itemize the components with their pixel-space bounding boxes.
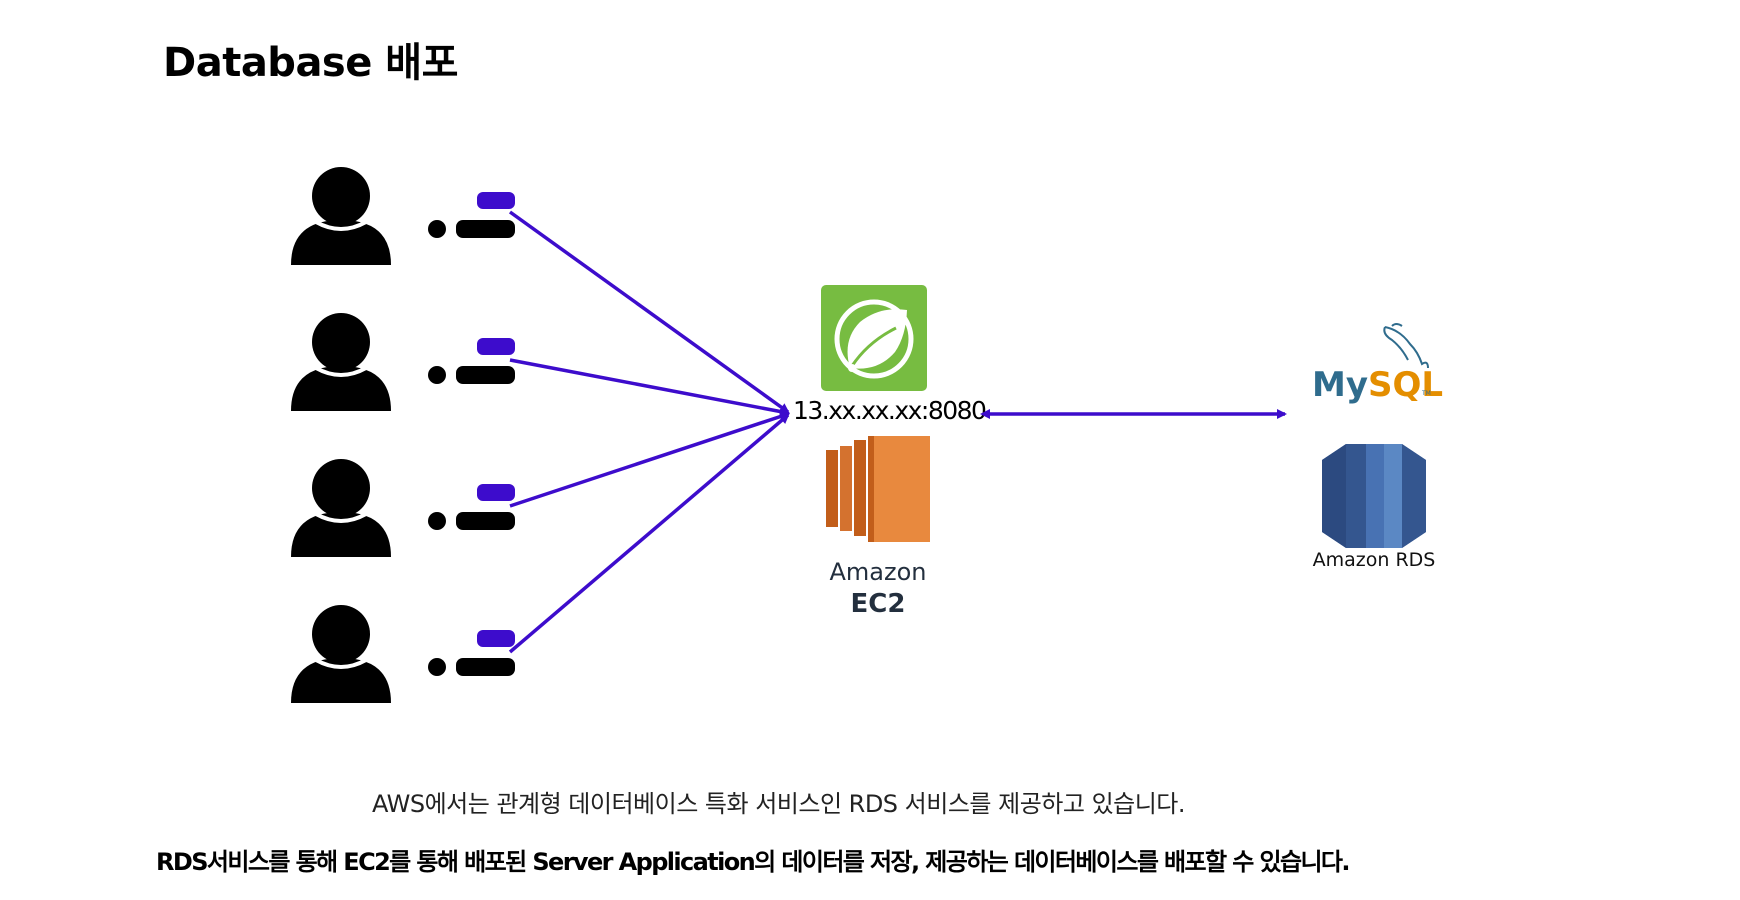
chat-bubble-icon [428,192,515,238]
spring-logo [821,285,927,391]
user-icon [291,313,391,411]
caption-line-1: AWS에서는 관계형 데이터베이스 특화 서비스인 RDS 서비스를 제공하고 … [372,790,1186,818]
user-group-3 [291,459,515,557]
ec2-label-amazon: Amazon [830,558,927,586]
arrow-user-1 [508,210,790,414]
rds-label: Amazon RDS [1313,549,1436,571]
dolphin-icon [1383,323,1429,369]
spring-leaf-icon [834,299,914,379]
chat-bubble-icon [428,630,515,676]
request-arrows [508,210,790,654]
arrow-user-4 [508,413,790,654]
chat-bubble-icon [428,484,515,530]
mysql-wordmark: MySQL [1312,365,1443,405]
user-icon [291,167,391,265]
arrow-user-3 [509,411,790,508]
server-address: 13.xx.xx.xx:8080 [793,396,986,425]
ec2-icon [826,436,930,542]
user-icon [291,605,391,703]
user-group-1 [291,167,515,265]
ec2-label-ec2: EC2 [851,589,906,619]
user-group-2 [291,313,515,411]
rds-icon [1322,444,1426,548]
user-icon [291,459,391,557]
user-group-4 [291,605,515,703]
mysql-trademark: TM [1421,390,1431,397]
page-title: Database 배포 [163,40,458,86]
mysql-logo: MySQL TM [1312,323,1443,405]
arrow-user-2 [509,358,790,417]
chat-bubble-icon [428,338,515,384]
caption-line-2: RDS서비스를 통해 EC2를 통해 배포된 Server Applicatio… [156,848,1351,876]
